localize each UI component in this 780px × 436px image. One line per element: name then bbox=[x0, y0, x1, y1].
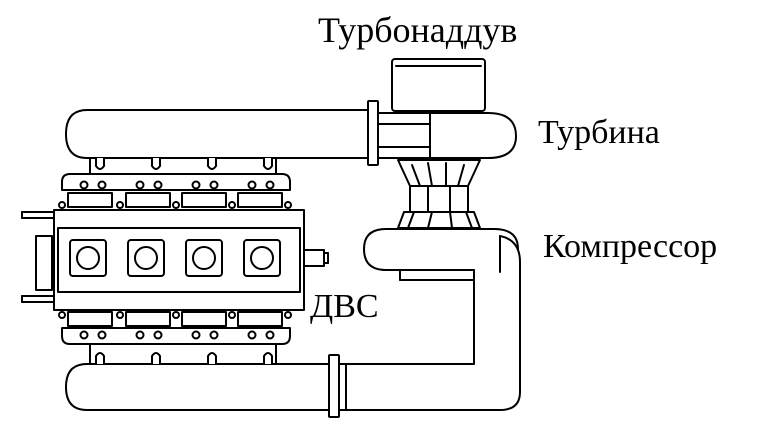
cylinder-4 bbox=[244, 240, 280, 276]
engine-block bbox=[22, 210, 328, 310]
turbo-shaft bbox=[398, 160, 480, 228]
cylinder-2 bbox=[128, 240, 164, 276]
engine-label: ДВС bbox=[310, 288, 379, 325]
turbine-outlet bbox=[392, 59, 485, 111]
cylinders bbox=[70, 240, 280, 276]
upper-exhaust-pipe bbox=[66, 101, 378, 180]
lower-manifold-runners bbox=[59, 312, 291, 364]
upper-manifold-runners bbox=[59, 158, 291, 208]
compressor-label: Компрессор bbox=[543, 228, 718, 265]
cylinder-3 bbox=[186, 240, 222, 276]
intake-pipe bbox=[346, 236, 520, 410]
turbocharging-label: Турбонаддув bbox=[318, 10, 518, 50]
turbine-label: Турбина bbox=[538, 114, 660, 151]
lower-intake-pipe bbox=[66, 342, 346, 417]
upper-pipe-flange bbox=[368, 101, 378, 165]
turbine-housing bbox=[378, 59, 516, 158]
lower-pipe-flange bbox=[329, 355, 339, 417]
cylinder-1 bbox=[70, 240, 106, 276]
engine-side-cover bbox=[36, 236, 52, 290]
